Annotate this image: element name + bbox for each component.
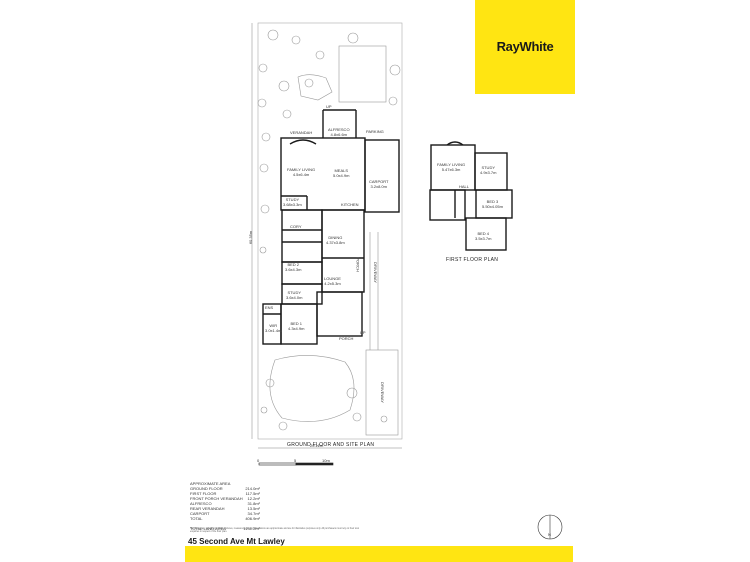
scale-label-ten: 10m — [322, 458, 330, 463]
up-porch-label: UP — [360, 330, 366, 335]
room-cory: CORY — [290, 224, 302, 229]
ff-room-hall: HALL — [459, 184, 470, 189]
ground-floor-walls — [262, 109, 400, 345]
site-boundary — [257, 22, 403, 440]
disclaimer-text: This floor plan, including furniture, fi… — [190, 528, 360, 533]
compass-rose — [537, 514, 563, 540]
compass-north-label: N — [548, 532, 551, 537]
scale-bar — [258, 462, 334, 466]
site-depth-dimension: 60.35m — [248, 230, 254, 245]
first-floor-walls — [429, 141, 513, 251]
front-driveway-label: DRIVEWAY — [379, 382, 385, 403]
footer-brand-bar — [185, 546, 573, 562]
up-stair-label: UP — [326, 104, 332, 109]
room-verandah: VERANDAH — [290, 130, 313, 135]
logo-text: RayWhite — [496, 39, 554, 54]
scale-label-zero: 0 — [257, 458, 260, 463]
first-floor-caption: FIRST FLOOR PLAN — [446, 257, 499, 263]
room-kitchen: KITCHEN — [341, 202, 359, 207]
garden-trees — [257, 29, 401, 431]
site-width-dimension: 20.12m — [310, 443, 324, 448]
property-address: 45 Second Ave Mt Lawley — [188, 537, 285, 546]
side-porch-label: PORCH — [355, 257, 361, 272]
room-ensuite: ENS — [265, 305, 274, 310]
scale-label-five: 5 — [294, 458, 297, 463]
side-driveway-label: DRIVEWAY — [372, 262, 378, 283]
front-porch-label: PORCH — [339, 336, 354, 341]
area-schedule-title: APPROXIMATE AREA — [190, 481, 231, 486]
ray-white-logo: RayWhite — [475, 0, 575, 94]
room-parking: PARKING — [366, 129, 384, 134]
ground-floor-caption: GROUND FLOOR AND SITE PLAN — [287, 442, 375, 448]
